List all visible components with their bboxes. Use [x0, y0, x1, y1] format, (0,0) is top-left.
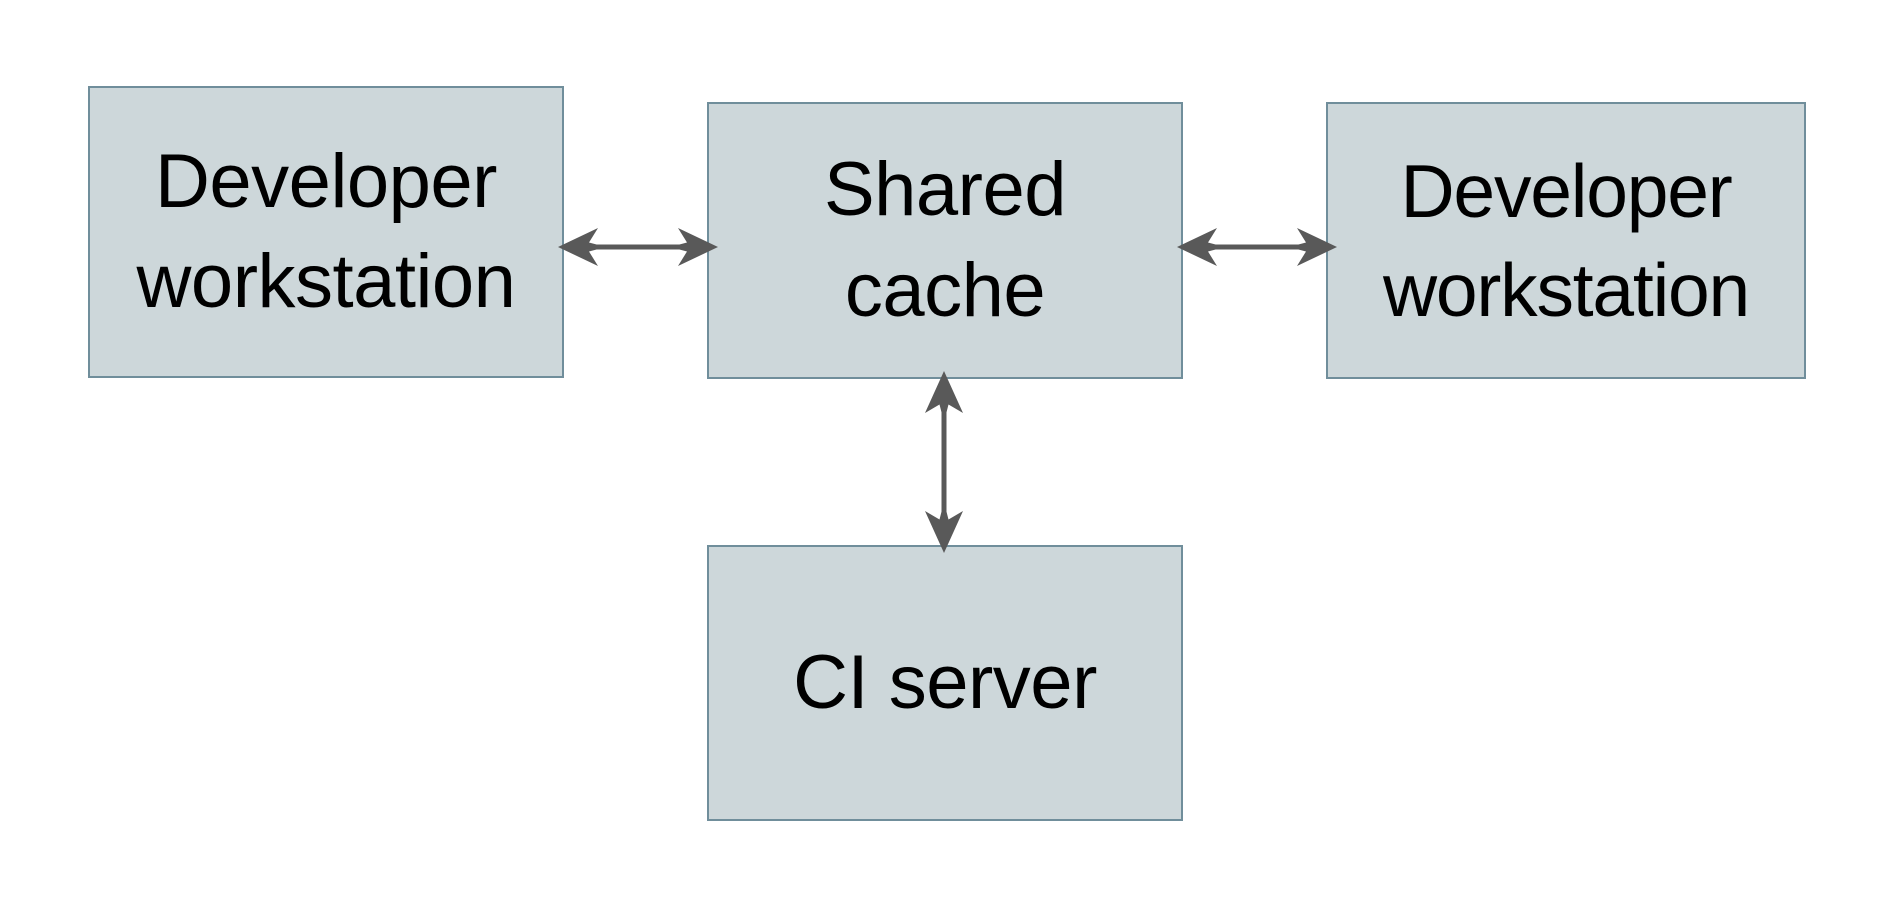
node-label: Developer workstation — [136, 138, 516, 324]
arrowhead-up-icon — [925, 371, 963, 422]
arrowhead-left-icon — [1177, 228, 1225, 266]
node-developer-workstation-left[interactable]: Developer workstation — [88, 86, 564, 378]
connector-developer-left-to-shared-cache[interactable] — [558, 215, 718, 279]
arrowhead-down-icon — [925, 502, 963, 553]
arrowhead-left-icon — [558, 228, 606, 266]
node-developer-workstation-right[interactable]: Developer workstation — [1326, 102, 1806, 379]
node-ci-server[interactable]: CI server — [707, 545, 1183, 821]
connector-shared-cache-to-ci-server[interactable] — [912, 371, 976, 553]
node-shared-cache[interactable]: Shared cache — [707, 102, 1183, 379]
node-label: Developer workstation — [1382, 148, 1750, 332]
arrowhead-right-icon — [670, 228, 718, 266]
node-label: Shared cache — [823, 147, 1067, 333]
node-label: CI server — [793, 639, 1097, 725]
connector-shared-cache-to-developer-right[interactable] — [1177, 215, 1337, 279]
arrowhead-right-icon — [1289, 228, 1337, 266]
